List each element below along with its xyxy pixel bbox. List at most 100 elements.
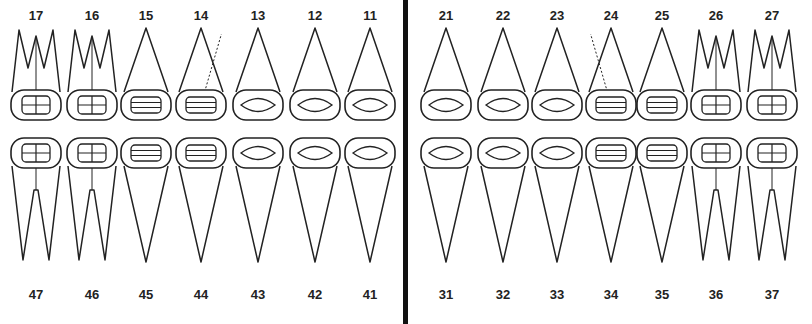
lower-tooth bbox=[637, 138, 687, 262]
incisal-outline bbox=[486, 99, 520, 112]
tooth-number: 13 bbox=[251, 9, 265, 22]
tooth-number: 15 bbox=[139, 9, 153, 22]
lower-tooth bbox=[586, 138, 636, 262]
tooth-number: 44 bbox=[194, 288, 208, 301]
tooth-number: 25 bbox=[655, 9, 669, 22]
occlusal-cross bbox=[702, 96, 730, 114]
tooth-number: 34 bbox=[604, 288, 618, 301]
upper-tooth bbox=[11, 30, 61, 120]
midline-divider bbox=[403, 0, 408, 324]
upper-tooth bbox=[586, 28, 636, 120]
dashed-root bbox=[591, 34, 608, 92]
tooth-root bbox=[348, 28, 392, 92]
tooth-root bbox=[236, 166, 280, 262]
tooth-root bbox=[179, 28, 223, 92]
tooth-root bbox=[640, 28, 684, 92]
upper-tooth bbox=[176, 28, 226, 120]
occlusal-lines bbox=[131, 151, 161, 156]
tooth-root bbox=[535, 166, 579, 262]
occlusal-lines bbox=[186, 103, 216, 108]
tooth-crown bbox=[121, 90, 171, 120]
occlusal-outline bbox=[647, 97, 677, 113]
tooth-number: 22 bbox=[496, 9, 510, 22]
occlusal-cross bbox=[22, 96, 50, 114]
occlusal-outline bbox=[186, 145, 216, 161]
occlusal-cross bbox=[758, 144, 786, 162]
lower-tooth bbox=[532, 138, 582, 262]
root-line bbox=[92, 38, 93, 92]
incisal-outline bbox=[540, 147, 574, 160]
occlusal-lines bbox=[131, 103, 161, 108]
tooth-crown bbox=[421, 138, 471, 168]
tooth-crown bbox=[290, 138, 340, 168]
occlusal-outline bbox=[131, 145, 161, 161]
occlusal-cross bbox=[22, 144, 50, 162]
lower-tooth bbox=[421, 138, 471, 262]
incisal-outline bbox=[241, 99, 275, 112]
upper-tooth bbox=[691, 30, 741, 120]
upper-tooth bbox=[637, 28, 687, 120]
tooth-crown bbox=[345, 90, 395, 120]
tooth-root bbox=[293, 166, 337, 262]
tooth-root bbox=[589, 28, 633, 92]
tooth-root bbox=[179, 166, 223, 262]
upper-tooth bbox=[121, 28, 171, 120]
upper-tooth bbox=[345, 28, 395, 120]
tooth-crown bbox=[421, 90, 471, 120]
tooth-number: 26 bbox=[709, 9, 723, 22]
tooth-number: 16 bbox=[85, 9, 99, 22]
tooth-root bbox=[692, 30, 740, 92]
tooth-number: 27 bbox=[765, 9, 779, 22]
tooth-number: 36 bbox=[709, 288, 723, 301]
upper-tooth bbox=[421, 28, 471, 120]
tooth-crown bbox=[478, 138, 528, 168]
occlusal-outline bbox=[647, 145, 677, 161]
incisal-outline bbox=[298, 147, 332, 160]
upper-tooth bbox=[747, 30, 797, 120]
tooth-crown bbox=[747, 90, 797, 120]
occlusal-lines bbox=[647, 103, 677, 108]
occlusal-lines bbox=[596, 151, 626, 156]
tooth-crown bbox=[637, 90, 687, 120]
occlusal-outline bbox=[131, 97, 161, 113]
lower-tooth bbox=[345, 138, 395, 262]
incisal-outline bbox=[353, 99, 387, 112]
tooth-root bbox=[535, 28, 579, 92]
incisal-outline bbox=[429, 147, 463, 160]
root-line bbox=[92, 166, 93, 190]
lower-tooth bbox=[290, 138, 340, 262]
upper-tooth bbox=[290, 28, 340, 120]
tooth-root bbox=[481, 166, 525, 262]
tooth-crown bbox=[747, 138, 797, 168]
tooth-number: 11 bbox=[363, 9, 377, 22]
incisal-outline bbox=[241, 147, 275, 160]
tooth-root bbox=[640, 166, 684, 262]
occlusal-outline bbox=[22, 144, 50, 162]
tooth-root bbox=[12, 30, 60, 92]
tooth-root bbox=[424, 166, 468, 262]
tooth-crown bbox=[691, 90, 741, 120]
tooth-crown bbox=[233, 90, 283, 120]
tooth-root bbox=[12, 166, 60, 260]
tooth-number: 23 bbox=[550, 9, 564, 22]
tooth-crown bbox=[11, 90, 61, 120]
tooth-number: 41 bbox=[363, 288, 377, 301]
tooth-crown bbox=[290, 90, 340, 120]
lower-tooth bbox=[747, 138, 797, 260]
tooth-number: 12 bbox=[308, 9, 322, 22]
lower-tooth bbox=[691, 138, 741, 260]
tooth-crown bbox=[67, 90, 117, 120]
tooth-crown bbox=[586, 138, 636, 168]
incisal-outline bbox=[429, 99, 463, 112]
tooth-number: 46 bbox=[85, 288, 99, 301]
tooth-number: 43 bbox=[251, 288, 265, 301]
occlusal-cross bbox=[78, 96, 106, 114]
lower-tooth bbox=[233, 138, 283, 262]
occlusal-outline bbox=[596, 97, 626, 113]
occlusal-lines bbox=[596, 103, 626, 108]
occlusal-outline bbox=[22, 96, 50, 114]
lower-tooth bbox=[121, 138, 171, 262]
tooth-crown bbox=[478, 90, 528, 120]
